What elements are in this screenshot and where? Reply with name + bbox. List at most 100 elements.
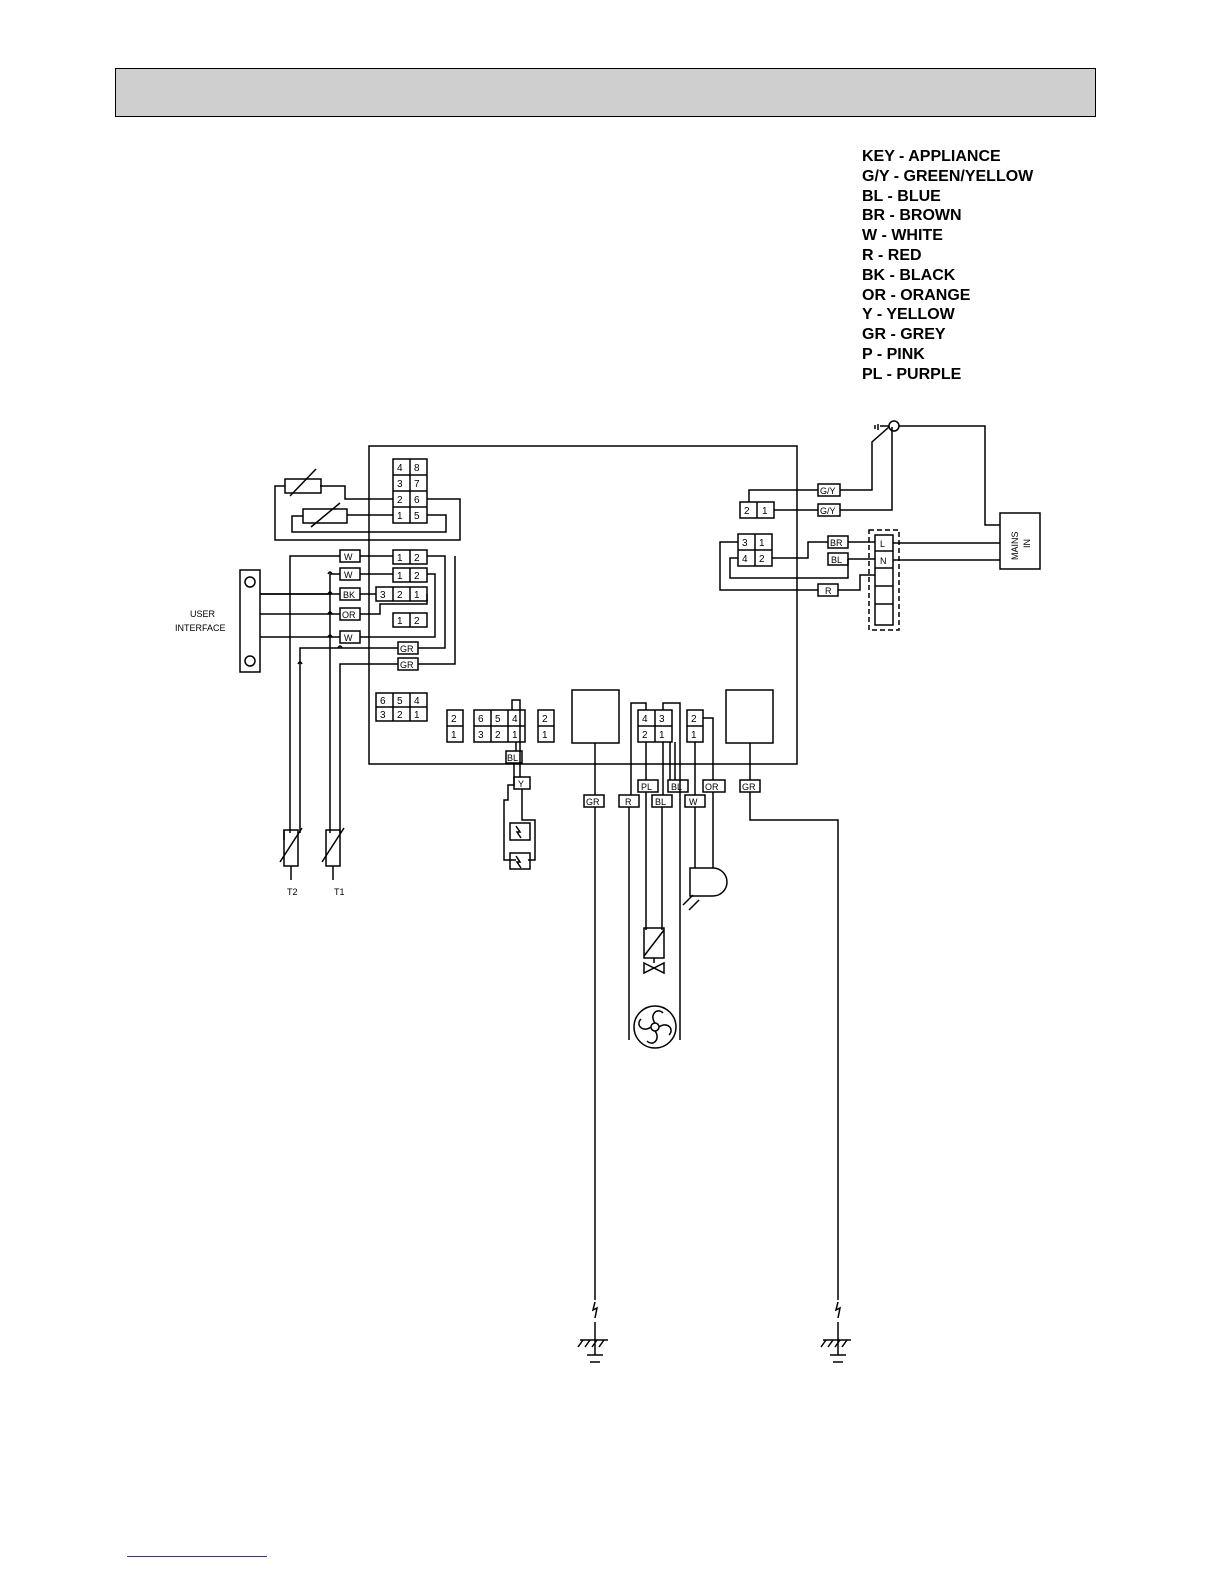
- connector-654: 6 5 4 3 2 1: [375, 692, 428, 722]
- pin-label: 2: [451, 714, 457, 725]
- pin-label: 3: [659, 714, 665, 725]
- terminal-n-label: N: [880, 556, 887, 566]
- connector-21c: 2 1: [686, 709, 704, 743]
- pin-label: 1: [759, 538, 765, 549]
- key-item: R - RED: [862, 246, 922, 264]
- igniter-icon: [689, 867, 728, 897]
- key-item: PL - PURPLE: [862, 365, 962, 383]
- pin-label: 4: [397, 463, 403, 474]
- connector-mains: 3 1 4 2: [737, 533, 773, 567]
- pin-label: 1: [691, 730, 697, 741]
- wire-tag-gy-top: G/Y: [817, 483, 841, 497]
- relay-block: [571, 689, 620, 744]
- pin-label: 3: [478, 730, 484, 741]
- wire-tag-r-low: R: [618, 794, 640, 808]
- svg-text:PL: PL: [641, 782, 652, 792]
- user-interface-label: INTERFACE: [175, 623, 226, 633]
- svg-text:R: R: [825, 586, 832, 596]
- svg-text:BL: BL: [655, 797, 666, 807]
- wire-tag-r-mains: R: [817, 583, 839, 597]
- pin-label: 5: [495, 714, 501, 725]
- pin-label: 3: [380, 590, 386, 601]
- earth-icon: [577, 1301, 608, 1363]
- mains-label: IN: [1022, 539, 1032, 548]
- pin-label: 3: [742, 538, 748, 549]
- thermistor-t2-icon: [279, 827, 303, 880]
- pin-label: 7: [414, 479, 420, 490]
- svg-text:BL: BL: [831, 555, 842, 565]
- wire-tag-pl: PL: [637, 779, 659, 793]
- gas-valve-icon: [643, 927, 665, 975]
- connector-w1: 1 2: [392, 549, 428, 565]
- svg-text:GR: GR: [400, 660, 414, 670]
- svg-text:BL: BL: [671, 782, 682, 792]
- wire-tag-w-low: W: [684, 794, 706, 808]
- key-item: P - PINK: [862, 345, 925, 363]
- svg-text:W: W: [344, 552, 353, 562]
- connector-gy: 2 1: [739, 501, 775, 519]
- key-item: KEY - APPLIANCE: [862, 148, 1001, 165]
- svg-text:G/Y: G/Y: [820, 506, 836, 516]
- pin-label: 1: [414, 710, 420, 721]
- pin-label: 2: [642, 730, 648, 741]
- pin-label: 5: [414, 511, 420, 522]
- pin-label: 1: [659, 730, 665, 741]
- key-item: BL - BLUE: [862, 187, 941, 205]
- pin-label: 2: [744, 506, 750, 517]
- wire-tag-gr1: GR: [397, 641, 419, 655]
- electrode-icon: [509, 852, 531, 870]
- pin-label: 1: [512, 730, 518, 741]
- terminal-l-label: L: [880, 539, 885, 549]
- svg-text:GR: GR: [586, 797, 600, 807]
- pin-label: 1: [397, 511, 403, 522]
- wire-tag-bl-mid2: BL: [651, 794, 673, 808]
- pcb-board: [368, 445, 798, 765]
- pin-label: 2: [397, 590, 403, 601]
- wire-tag-gr-right: GR: [739, 779, 761, 793]
- pin-label: 2: [414, 616, 420, 627]
- pin-label: 1: [397, 553, 403, 564]
- t1-label: T1: [334, 887, 345, 897]
- pin-label: 1: [451, 730, 457, 741]
- svg-text:Y: Y: [518, 779, 524, 789]
- pin-label: 3: [397, 479, 403, 490]
- wire-tag-or-low: OR: [702, 779, 726, 793]
- svg-text:OR: OR: [705, 782, 719, 792]
- terminal-block-outline: [868, 529, 900, 631]
- pin-label: 2: [759, 554, 765, 565]
- svg-text:GR: GR: [742, 782, 756, 792]
- pin-label: 5: [397, 696, 403, 707]
- earth-terminal: [888, 420, 900, 432]
- relay-block: [725, 689, 774, 744]
- key-item: W - WHITE: [862, 227, 943, 245]
- connector-w2: 1 2: [392, 567, 428, 583]
- pin-label: 1: [397, 571, 403, 582]
- header-bar: [115, 68, 1096, 117]
- wire-tag-bl-mains: BL: [827, 552, 849, 566]
- pin-label: 2: [397, 710, 403, 721]
- wire-tag-bl-mid: BL: [667, 779, 689, 793]
- wire-tag-gy-bottom: G/Y: [817, 503, 841, 517]
- wire-tag-or: OR: [339, 607, 361, 621]
- connector-12: 1 2: [392, 612, 428, 628]
- svg-text:GR: GR: [400, 644, 414, 654]
- key-item: Y - YELLOW: [862, 306, 955, 324]
- pin-label: 6: [380, 696, 386, 707]
- pin-label: 2: [691, 714, 697, 725]
- pin-label: 4: [414, 696, 420, 707]
- earth-icon: [820, 1301, 851, 1363]
- wire-tag-y-low: Y: [513, 776, 531, 790]
- svg-text:W: W: [689, 797, 698, 807]
- key-item: GR - GREY: [862, 326, 946, 344]
- t2-label: T2: [287, 887, 298, 897]
- connector-654b: 6 5 4 3 2 1: [473, 709, 526, 743]
- wire-tag-gr-fan: GR: [583, 794, 605, 808]
- connector-43: 4 3 2 1: [637, 709, 673, 743]
- key-item: OR - ORANGE: [862, 286, 971, 304]
- svg-text:W: W: [344, 570, 353, 580]
- pin-label: 1: [542, 730, 548, 741]
- pin-label: 6: [414, 495, 420, 506]
- svg-text:R: R: [625, 797, 632, 807]
- pin-label: 6: [478, 714, 484, 725]
